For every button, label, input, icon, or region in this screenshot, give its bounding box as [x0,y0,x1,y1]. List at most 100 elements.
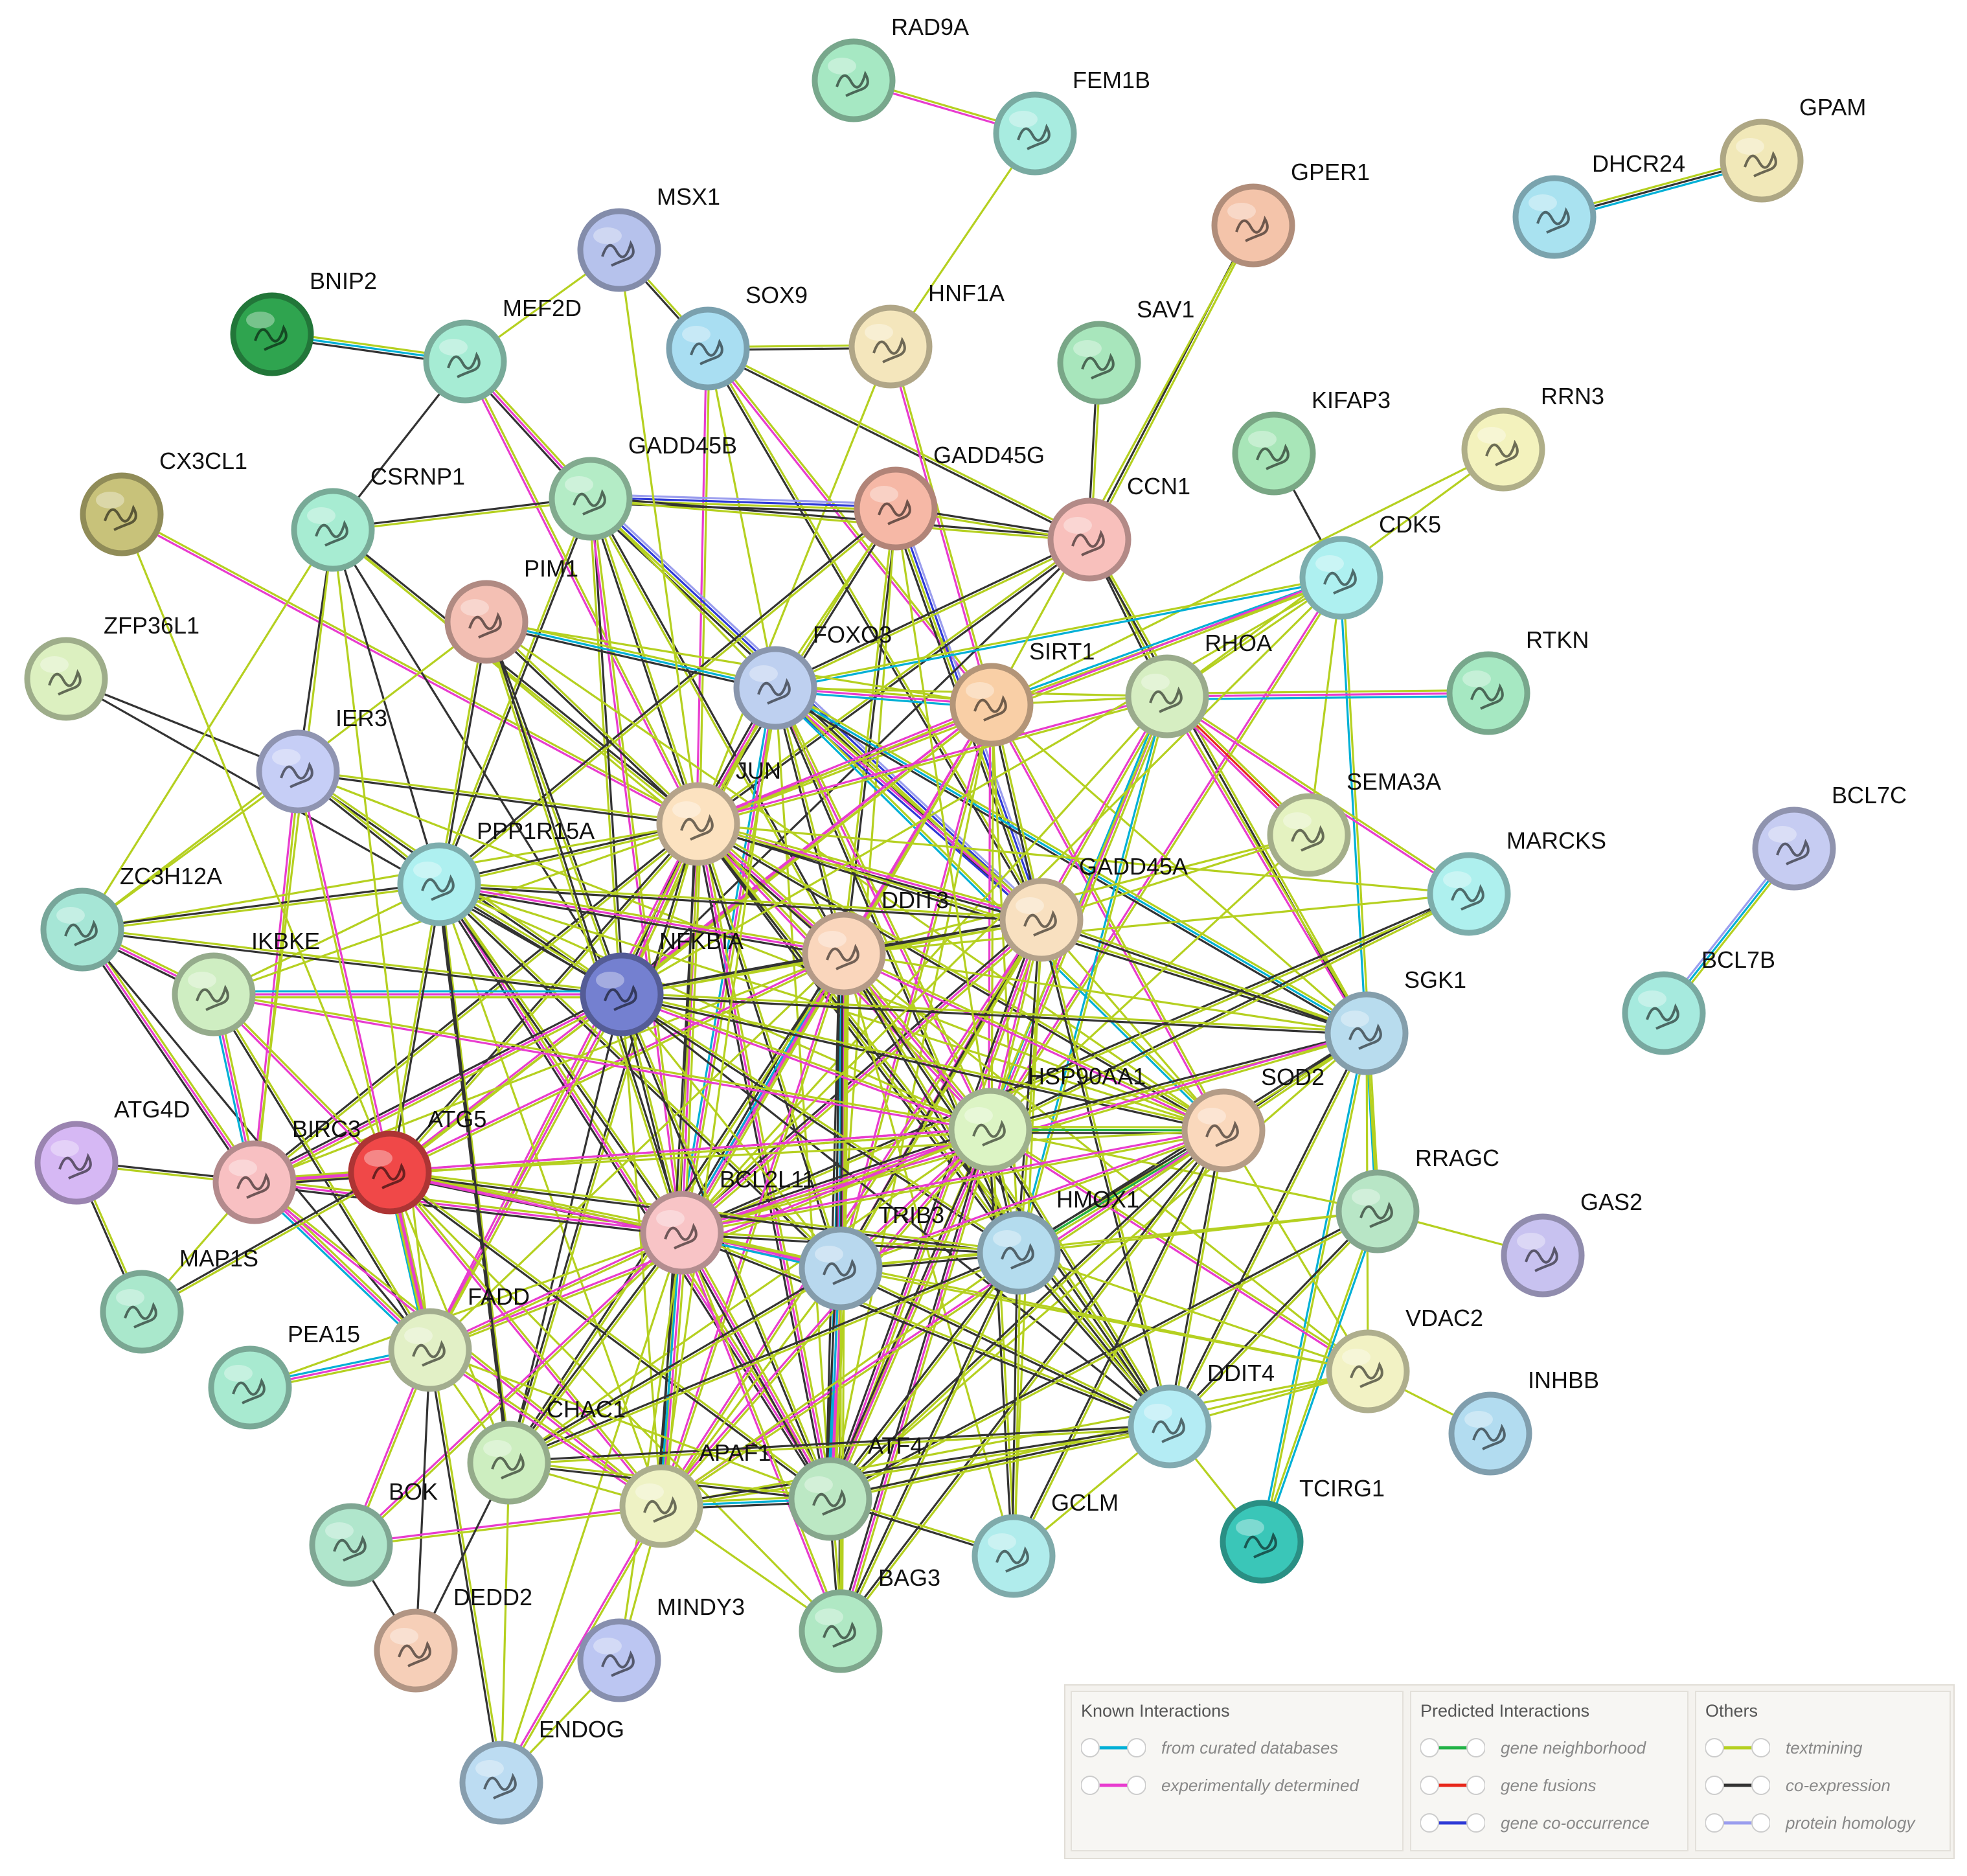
node-rragc[interactable]: RRAGC [1336,1145,1499,1253]
node-atf4[interactable]: ATF4 [788,1432,923,1541]
node-endog[interactable]: ENDOG [459,1716,624,1825]
protein-structure-icon [280,761,313,788]
node-fadd[interactable]: FADD [388,1283,530,1392]
node-rad9a[interactable]: RAD9A [812,14,969,122]
edge-evidence-experimental [659,1128,1224,1506]
node-bok[interactable]: BOK [309,1478,438,1587]
node-sema3a[interactable]: SEMA3A [1267,768,1441,877]
node-sirt1[interactable]: SIRT1 [949,638,1095,747]
edge-evidence-experimental [842,954,1224,1133]
edge-gadd45a-ddit4 [1039,918,1172,1428]
edge-evidence-experimental [988,576,1341,1130]
node-circle [444,580,529,664]
node-gclm[interactable]: GCLM [972,1489,1119,1598]
node-bcl7b[interactable]: BCL7B [1622,946,1775,1055]
node-bcl2l11[interactable]: BCL2L11 [640,1166,815,1275]
node-gper1[interactable]: GPER1 [1211,159,1370,268]
node-rhoa[interactable]: RHOA [1125,630,1272,738]
edge-bcl2l11-ddit4 [680,1230,1172,1429]
node-foxo3[interactable]: FOXO3 [733,621,892,730]
edge-nfkbia-atg5 [389,993,623,1174]
node-sod2[interactable]: SOD2 [1181,1064,1325,1172]
node-chac1[interactable]: CHAC1 [467,1396,626,1505]
node-bcl7c[interactable]: BCL7C [1752,782,1907,891]
node-jun[interactable]: JUN [656,757,781,866]
node-rrn3[interactable]: RRN3 [1461,383,1604,492]
node-bnip2[interactable]: BNIP2 [230,268,377,376]
node-nfkbia[interactable]: NFKBIA [580,928,744,1036]
node-birc3[interactable]: BIRC3 [212,1115,361,1224]
node-cdk5[interactable]: CDK5 [1299,511,1441,620]
edge-evidence-experimental [620,994,991,1132]
node-zfp36l1[interactable]: ZFP36L1 [24,612,199,721]
node-vdac2[interactable]: VDAC2 [1326,1305,1483,1413]
node-label: FADD [468,1283,530,1310]
node-hmox1[interactable]: HMOX1 [977,1186,1139,1295]
node-ddit3[interactable]: DDIT3 [802,887,949,996]
node-rtkn[interactable]: RTKN [1446,626,1589,735]
node-map1s[interactable]: MAP1S [100,1245,258,1354]
node-ier3[interactable]: IER3 [256,705,387,814]
edge-evidence-coexpression [620,994,1368,1036]
node-hnf1a[interactable]: HNF1A [848,280,1005,389]
edge-evidence-coexpression [140,1170,391,1312]
node-kifap3[interactable]: KIFAP3 [1232,387,1391,496]
edge-evidence-textmining [843,952,1369,1373]
node-fem1b[interactable]: FEM1B [993,67,1150,176]
node-marcks[interactable]: MARCKS [1427,827,1606,936]
node-mef2d[interactable]: MEF2D [423,295,582,404]
edge-evidence-textmining [508,1268,843,1465]
node-sox9[interactable]: SOX9 [666,282,808,391]
node-csrnp1[interactable]: CSRNP1 [291,463,465,572]
edge-hsp90aa1-vdac2 [988,1127,1370,1374]
edge-evidence-textmining [776,684,1045,919]
protein-structure-icon [1001,1242,1034,1270]
node-gadd45a[interactable]: GADD45A [999,853,1188,962]
node-ddit4[interactable]: DDIT4 [1128,1360,1275,1469]
edge-evidence-experimental [588,498,682,1234]
edge-evidence-textmining [841,1130,1226,1633]
node-sgk1[interactable]: SGK1 [1325,967,1466,1075]
node-atg4d[interactable]: ATG4D [34,1096,190,1205]
node-gloss [1341,1011,1369,1027]
edge-evidence-textmining [660,1267,842,1507]
node-zc3h12a[interactable]: ZC3H12A [40,863,222,972]
protein-structure-icon [64,919,98,946]
edge-evidence-coexpression [438,883,510,1464]
node-gloss [40,656,69,673]
node-ccn1[interactable]: CCN1 [1047,473,1190,582]
node-gas2[interactable]: GAS2 [1501,1189,1643,1298]
node-inhbb[interactable]: INHBB [1448,1367,1599,1476]
edge-ddit3-birc3 [253,952,845,1184]
node-tcirg1[interactable]: TCIRG1 [1220,1475,1385,1584]
node-label: SIRT1 [1029,638,1095,665]
node-cx3cl1[interactable]: CX3CL1 [80,448,247,556]
edge-evidence-coexpression [81,930,623,997]
edge-evidence-textmining [1089,225,1256,542]
protein-structure-icon [601,1650,635,1677]
node-pea15[interactable]: PEA15 [208,1321,360,1430]
node-atg5[interactable]: ATG5 [348,1106,486,1215]
edge-evidence-textmining [841,507,896,955]
protein-structure-icon [680,814,714,841]
node-ikbke[interactable]: IKBKE [172,928,320,1036]
node-gadd45g[interactable]: GADD45G [854,442,1045,551]
node-msx1[interactable]: MSX1 [577,183,720,292]
node-ppp1r15a[interactable]: PPP1R15A [397,818,595,926]
node-mindy3[interactable]: MINDY3 [577,1594,745,1702]
node-gpam[interactable]: GPAM [1720,94,1866,203]
node-bag3[interactable]: BAG3 [799,1564,940,1673]
node-hsp90aa1[interactable]: HSP90AA1 [948,1063,1146,1172]
node-dedd2[interactable]: DEDD2 [374,1584,532,1693]
node-trib3[interactable]: TRIB3 [799,1202,944,1310]
node-pim1[interactable]: PIM1 [444,555,578,664]
node-sav1[interactable]: SAV1 [1057,296,1194,405]
node-gadd45b[interactable]: GADD45B [549,432,737,541]
edge-gadd45a-sgk1 [1040,917,1369,1036]
edge-evidence-coexpression [388,1172,831,1502]
node-gloss [749,665,778,682]
node-apaf1[interactable]: APAF1 [619,1439,771,1548]
node-dhcr24[interactable]: DHCR24 [1512,150,1685,259]
node-label: RRAGC [1415,1145,1499,1171]
